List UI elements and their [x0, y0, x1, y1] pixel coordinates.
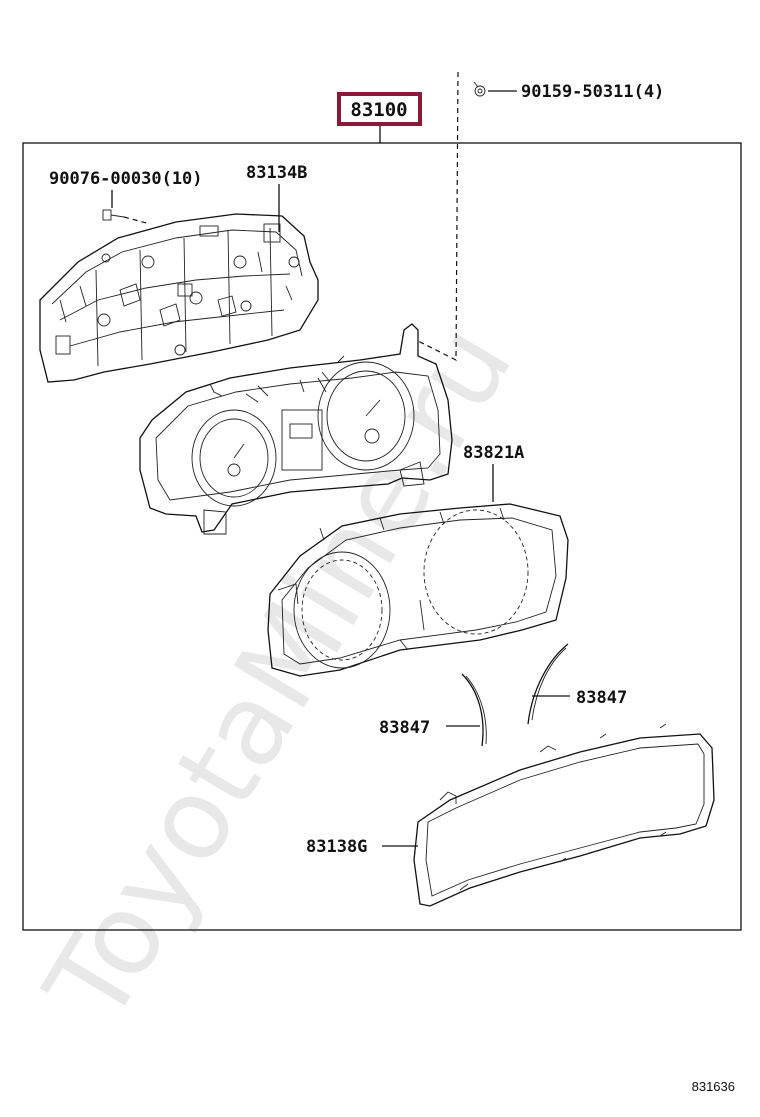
main-part-label[interactable]: 83100: [337, 92, 422, 126]
screw-top-icon: [473, 81, 486, 97]
label-screw-left[interactable]: 90076-00030(10): [49, 169, 203, 189]
label-case[interactable]: 83134B: [246, 163, 307, 183]
label-plate[interactable]: 83821A: [463, 443, 524, 463]
meter-case-drawing: [39, 213, 319, 383]
screw-top-dashed-line: [415, 71, 459, 361]
figure-code: 831636: [692, 1079, 735, 1094]
main-part-number: 83100: [350, 99, 407, 121]
main-part-box: [337, 92, 422, 126]
dial-plate-drawing: [267, 503, 569, 677]
label-screw-top[interactable]: 90159-50311(4): [521, 82, 664, 102]
cover-glass-drawing: [413, 723, 715, 907]
label-needle-left[interactable]: 83847: [379, 718, 430, 738]
label-needle-right[interactable]: 83847: [576, 688, 627, 708]
needle-left-drawing: [461, 673, 487, 747]
watermark: ToyotaMine.ru: [21, 304, 538, 1045]
screw-left-icon: [102, 209, 151, 225]
label-glass[interactable]: 83138G: [306, 837, 367, 857]
gauge-panel-drawing: [139, 323, 453, 535]
assembly-frame: [22, 142, 742, 931]
needle-right-drawing: [527, 643, 569, 725]
